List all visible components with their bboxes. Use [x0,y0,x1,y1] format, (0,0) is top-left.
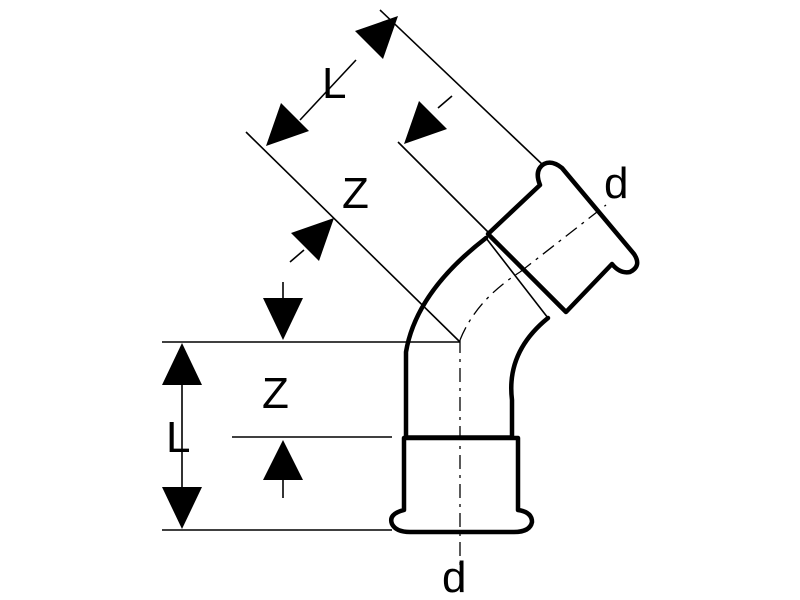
diameter-bottom-label: d [442,553,466,600]
offset-angled-dimension [289,95,453,263]
length-angled-label: L [322,59,346,108]
bend-section [403,235,551,439]
arrow-down-left-icon [266,103,309,146]
arrow-down-icon [263,298,303,340]
angled-socket [485,160,640,315]
arrow-up-right-icon [291,218,334,261]
extension-line-inner [379,9,545,167]
center-lines [459,204,607,585]
extension-line-z [397,141,489,233]
angled-dimensions [245,9,545,343]
length-vertical-label: L [166,413,190,462]
offset-vertical-dimension [263,282,303,498]
arrow-up-icon [263,440,303,480]
length-angled-dimension [266,16,398,146]
extension-line-outer [245,131,461,343]
vertical-dimensions [162,282,460,531]
arrow-down-icon [162,487,202,529]
arrow-up-icon [162,343,202,385]
arrow-up-right-icon [355,16,398,59]
arrow-down-left-icon [404,101,447,144]
elbow-body [389,160,640,585]
offset-angled-label: Z [342,169,369,218]
offset-vertical-label: Z [262,369,289,418]
diameter-top-label: d [604,159,628,208]
bottom-socket [389,435,535,535]
length-vertical-dimension [162,343,202,529]
